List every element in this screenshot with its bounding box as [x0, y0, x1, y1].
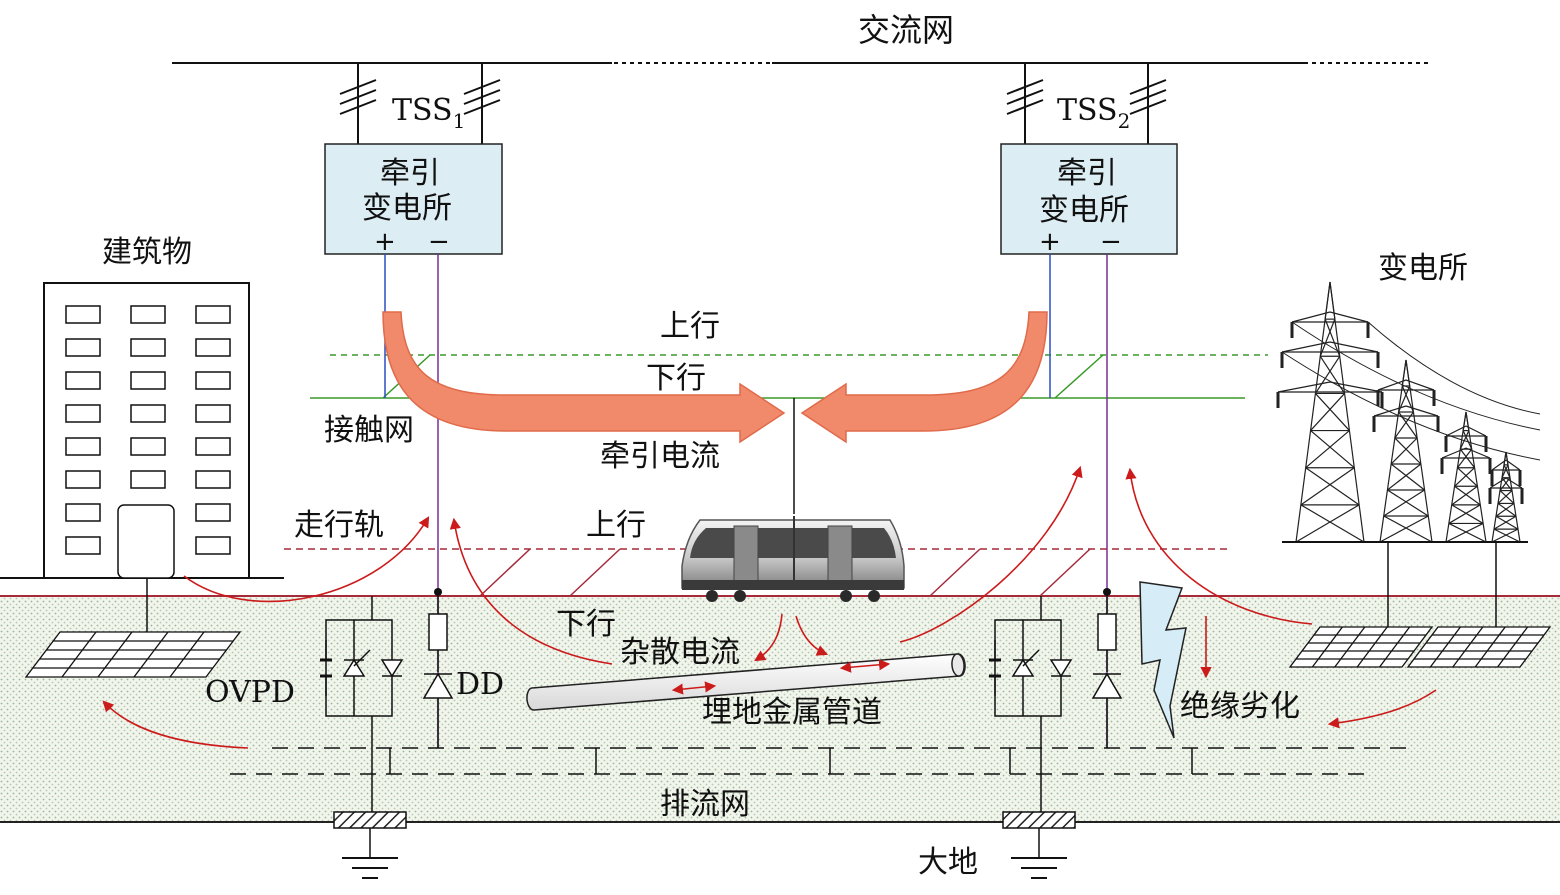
- traction-current-arrow-left: [382, 311, 786, 444]
- insulation-degradation-label: 绝缘劣化: [1180, 689, 1300, 724]
- building-icon: [0, 282, 284, 579]
- tss1-positive-terminal: +: [374, 227, 396, 257]
- ac-grid-label: 交流网: [858, 11, 954, 49]
- catenary-cross-link-2: [1054, 354, 1104, 399]
- ground-symbol-icon: [1002, 811, 1076, 879]
- rail-down-line-label: 下行: [556, 607, 616, 642]
- building-ground-grid: [24, 631, 242, 678]
- tss2-negative-terminal: −: [1100, 227, 1122, 257]
- svg-text:变电所: 变电所: [1039, 193, 1129, 228]
- tss2-positive-terminal: +: [1039, 227, 1061, 257]
- ovpd-dd-right: [989, 596, 1123, 812]
- traction-substation-2: 牵引 变电所 + −: [1000, 143, 1178, 257]
- tss1-rail-node: [434, 588, 442, 596]
- tram-icon: [681, 516, 905, 602]
- tss2-label: TSS2: [1057, 93, 1130, 133]
- svg-text:变电所: 变电所: [362, 191, 452, 226]
- ovpd-dd-left: [320, 596, 454, 812]
- substation-ground-grid-1: [1288, 626, 1434, 668]
- dd-label: DD: [456, 667, 504, 702]
- ovpd-label: OVPD: [205, 675, 295, 710]
- building-label: 建筑物: [102, 235, 192, 270]
- catenary-up-label: 上行: [660, 309, 720, 344]
- tss2-rail-node: [1103, 588, 1111, 596]
- tss1-label: TSS1: [392, 93, 465, 133]
- traction-substation-1: 牵引 变电所 + −: [324, 143, 503, 257]
- earth-label: 大地: [918, 845, 978, 880]
- lightning-icon: [1139, 581, 1187, 739]
- power-tower-icon: [1276, 281, 1541, 543]
- tss2-phase-lines: [1006, 63, 1167, 144]
- traction-current-arrow-right: [800, 311, 1048, 444]
- catenary-label: 接触网: [324, 413, 414, 448]
- svg-text:牵引: 牵引: [1057, 156, 1117, 191]
- power-substation-label: 变电所: [1378, 251, 1468, 286]
- ground-symbol-icon: [333, 811, 407, 879]
- rail-sleepers: [479, 548, 1091, 597]
- ground-soil-area: [0, 596, 1560, 822]
- stray-current-label: 杂散电流: [620, 635, 740, 670]
- running-rail-label: 走行轨: [294, 508, 384, 543]
- stray-current-arrows: [102, 465, 1437, 749]
- tss1-phase-lines: [339, 63, 501, 144]
- svg-text:牵引: 牵引: [380, 156, 440, 191]
- buried-pipe-label: 埋地金属管道: [702, 695, 882, 730]
- catenary-down-label: 下行: [646, 361, 706, 396]
- substation-ground-grid-2: [1406, 626, 1552, 668]
- traction-current-label: 牵引电流: [600, 439, 720, 474]
- drainage-network: [230, 747, 1408, 775]
- drainage-network-label: 排流网: [660, 787, 750, 822]
- rail-up-line-label: 上行: [586, 508, 646, 543]
- tss1-negative-terminal: −: [428, 227, 450, 257]
